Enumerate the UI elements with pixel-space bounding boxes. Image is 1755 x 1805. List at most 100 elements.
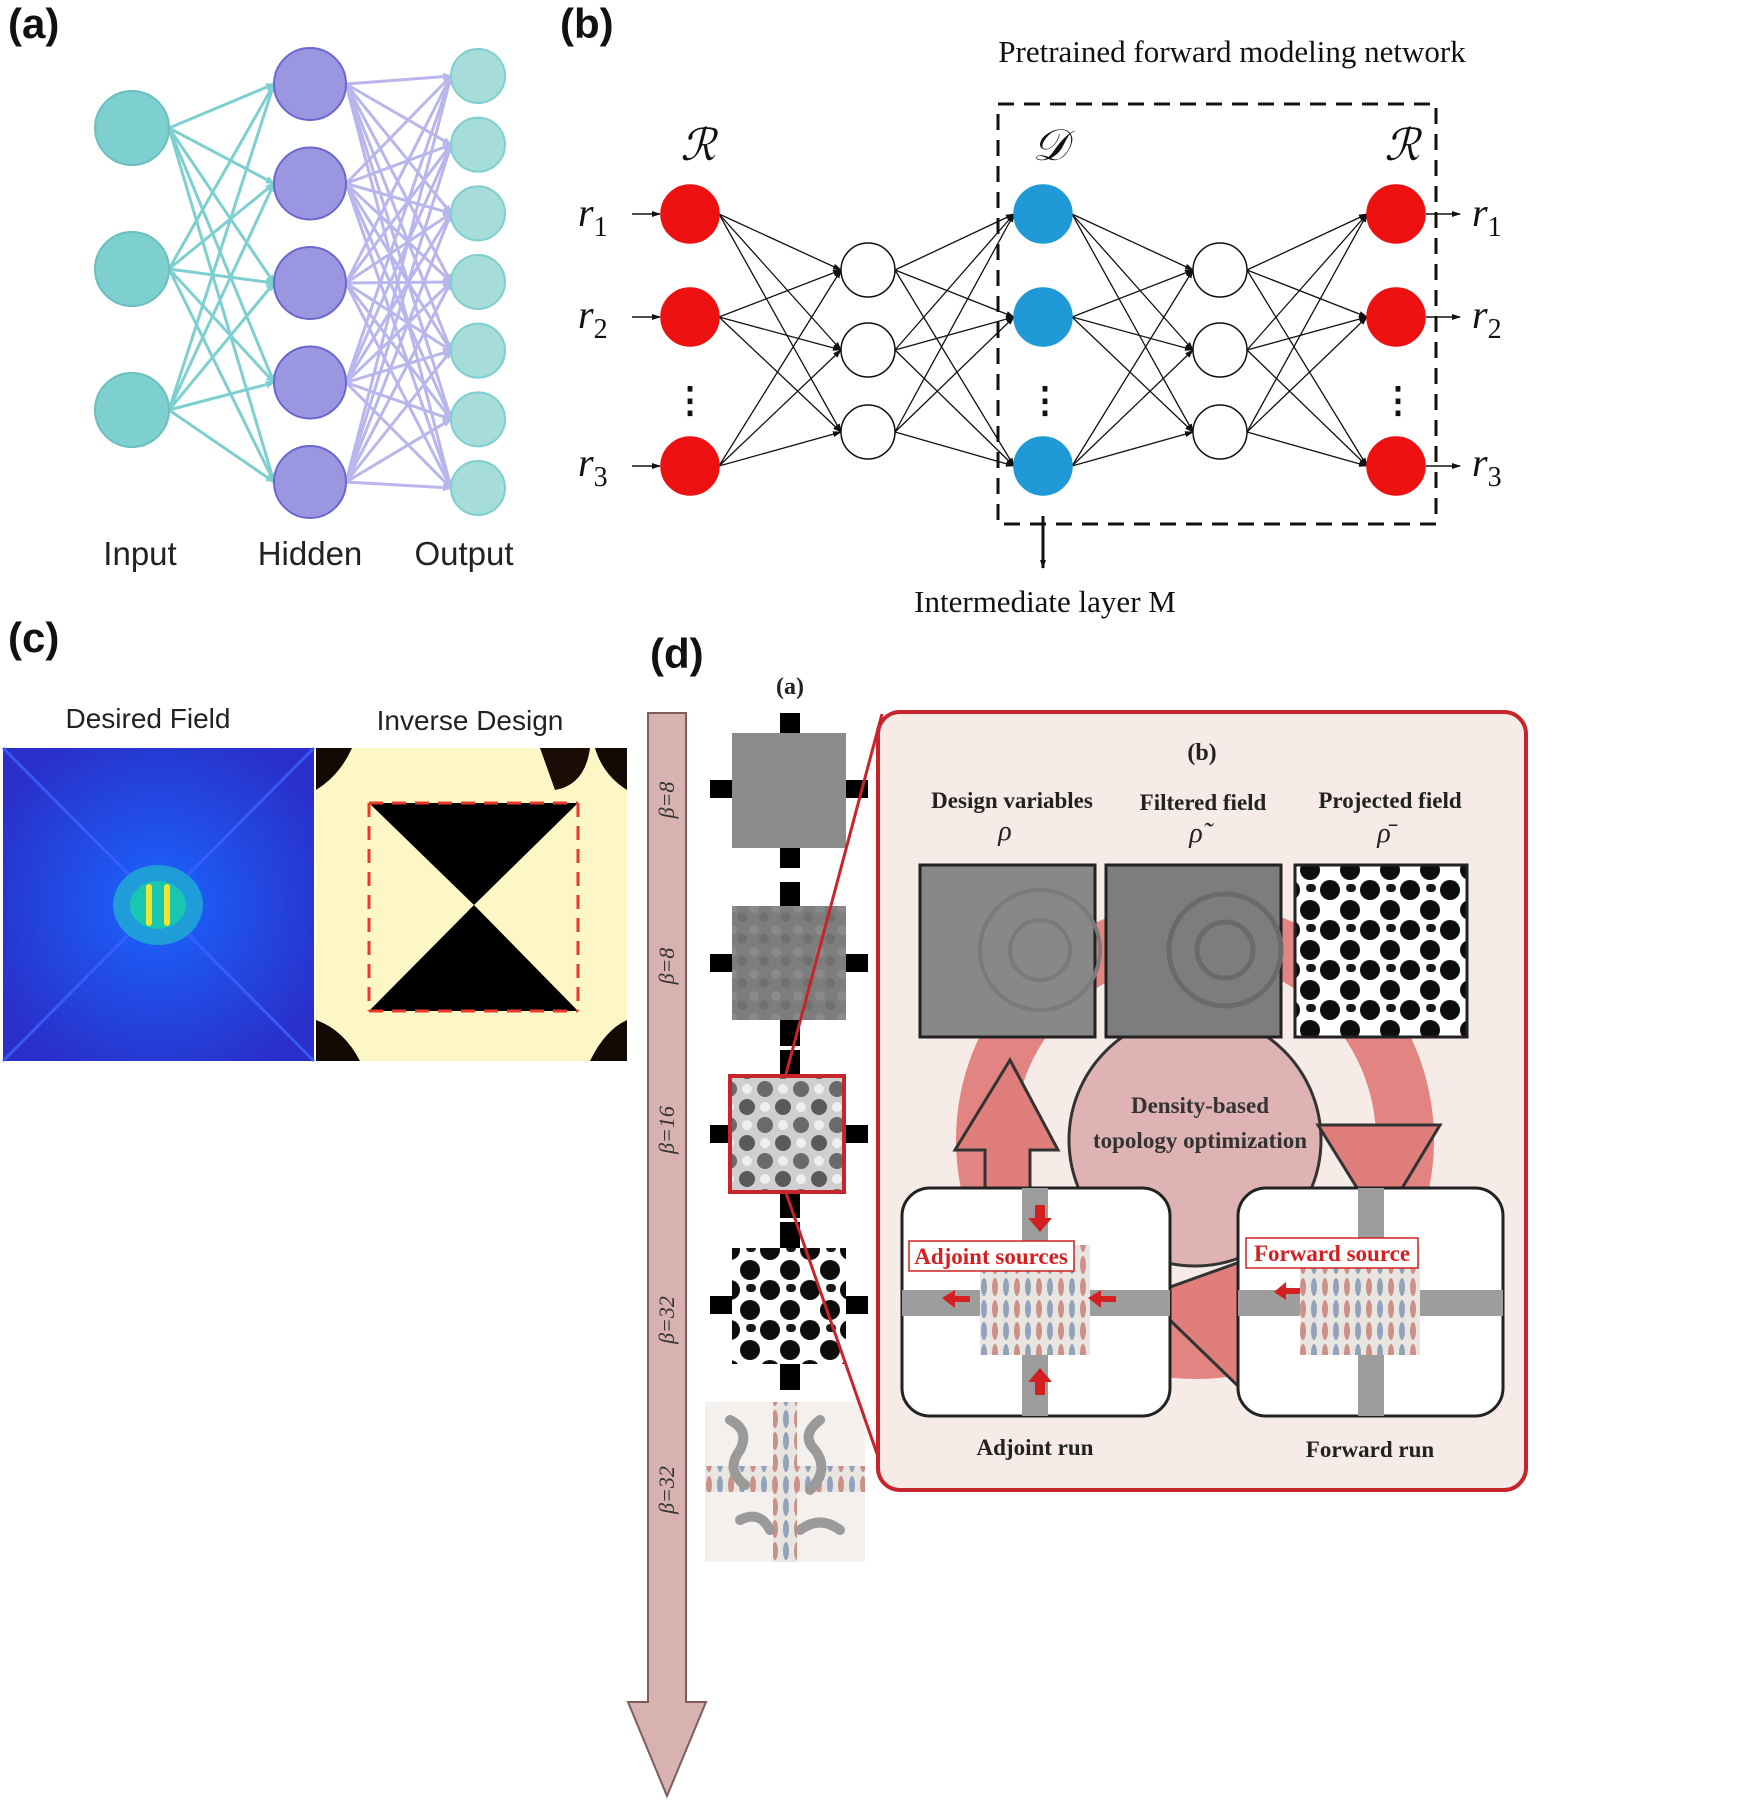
nn-a-edge (344, 212, 453, 384)
nn-a-edge (168, 82, 275, 130)
nn-b-edge (1246, 316, 1368, 351)
panel-d-label: (d) (650, 630, 704, 677)
nn-b-edge (894, 269, 1015, 467)
ellipsis-mid: ⋮ (1027, 380, 1063, 420)
nn-a-edge (168, 380, 275, 412)
output-node (450, 185, 506, 242)
beta-label-1: β=8 (654, 782, 679, 820)
design-thumb-4 (710, 1222, 868, 1390)
reconstructed-output-node (1366, 436, 1426, 496)
input-node (94, 231, 170, 307)
nn-b-edge (718, 316, 842, 433)
nn-b-edge (1246, 269, 1368, 318)
nn-b-edge (894, 213, 1015, 433)
beta-label-4: β=32 (654, 1296, 679, 1345)
sub-a-label: (a) (776, 674, 804, 700)
nn-a-edge (344, 143, 453, 384)
center-label-line1: Density-based (1131, 1093, 1269, 1118)
nn-b-edge (894, 213, 1015, 351)
nn-b-edge (718, 431, 842, 467)
encoder-input-node (660, 436, 720, 496)
beta-label-3: β=16 (654, 1106, 679, 1155)
nn-a-edge (345, 72, 452, 86)
nn-b-edge (1246, 213, 1368, 351)
input-r2: r2 (578, 292, 608, 345)
nn-b-edge (718, 269, 842, 318)
nn-b-edge (1246, 213, 1368, 271)
design-thumb-5-field (705, 1402, 865, 1562)
beta-label-2: β=8 (654, 948, 679, 986)
reconstructed-output-node (1366, 287, 1426, 347)
nn-a-edge (344, 83, 453, 283)
panel-b-connections (632, 211, 1461, 469)
ellipsis-right: ⋮ (1380, 380, 1416, 420)
nn-a-edge (344, 212, 453, 483)
nn-a-edge (344, 143, 453, 284)
nn-b-edge (718, 213, 842, 433)
hidden-node (273, 146, 347, 221)
decoder-hidden-node (1192, 242, 1248, 298)
nn-a-edge (344, 183, 453, 489)
output-node (450, 48, 506, 104)
nn-a-edge (167, 127, 276, 483)
ellipsis-left: ⋮ (672, 380, 708, 420)
nn-b-edge (1071, 213, 1194, 433)
nn-b-edge (718, 349, 842, 467)
panel-c-label: (c) (8, 614, 59, 661)
nn-a-edge (167, 83, 276, 411)
inverse-design-image (316, 748, 627, 1061)
nn-b-edge (1071, 213, 1194, 271)
panel-a-nodes (94, 47, 506, 519)
nn-a-edge (345, 349, 452, 384)
forward-run-image (1236, 1186, 1505, 1418)
nn-b-edge (1246, 316, 1368, 433)
nn-b-edge (1246, 349, 1368, 467)
beta-label-5: β=32 (654, 1466, 679, 1515)
output-r3: r3 (1472, 440, 1502, 493)
input-layer-label: Input (103, 535, 176, 572)
decoder-hidden-node (1192, 404, 1248, 460)
forward-source-label: Forward source (1254, 1241, 1410, 1266)
nn-b-edge (894, 269, 1015, 318)
nn-b-edge (718, 316, 842, 351)
filtered-field-label: Filtered field (1140, 790, 1267, 815)
group-label-right: ℛ (1384, 121, 1422, 170)
nn-b-edge (894, 213, 1015, 271)
design-variables-label: Design variables (931, 788, 1093, 813)
nn-a-edge (167, 267, 276, 384)
nn-a-edge (168, 126, 275, 185)
output-r2: r2 (1472, 292, 1502, 345)
adjoint-sources-label: Adjoint sources (914, 1244, 1068, 1269)
pretrained-network-box (996, 102, 1438, 526)
output-node (450, 391, 506, 448)
nn-a-edge (344, 281, 453, 483)
nn-b-edge (1246, 269, 1368, 467)
desired-field-title: Desired Field (66, 703, 231, 734)
design-node (1013, 436, 1073, 496)
nn-a-edge (167, 282, 276, 411)
panel-a-label: (a) (8, 0, 59, 47)
intermediate-layer-label: Intermediate layer M (914, 584, 1176, 619)
input-r3: r3 (578, 440, 608, 493)
nn-a-edge (345, 418, 452, 484)
nn-b-edge (1071, 269, 1194, 467)
nn-a-edge (344, 349, 453, 483)
sub-b-label: (b) (1187, 740, 1216, 766)
nn-a-edge (167, 182, 276, 411)
hidden-node (273, 246, 347, 320)
nn-a-edge (344, 75, 453, 383)
nn-a-edge (168, 408, 275, 484)
nn-a-edge (167, 83, 276, 270)
nn-a-edge (345, 212, 452, 285)
nn-a-edge (167, 127, 276, 284)
nn-b-edge (894, 349, 1015, 467)
nn-a-edge (344, 83, 453, 352)
group-label-left: ℛ (680, 121, 718, 170)
reconstructed-output-node (1366, 184, 1426, 244)
nn-a-edge (344, 74, 453, 185)
nn-a-edge (344, 381, 453, 490)
output-node (450, 254, 506, 310)
input-r1: r1 (578, 190, 608, 243)
output-node (450, 116, 506, 173)
